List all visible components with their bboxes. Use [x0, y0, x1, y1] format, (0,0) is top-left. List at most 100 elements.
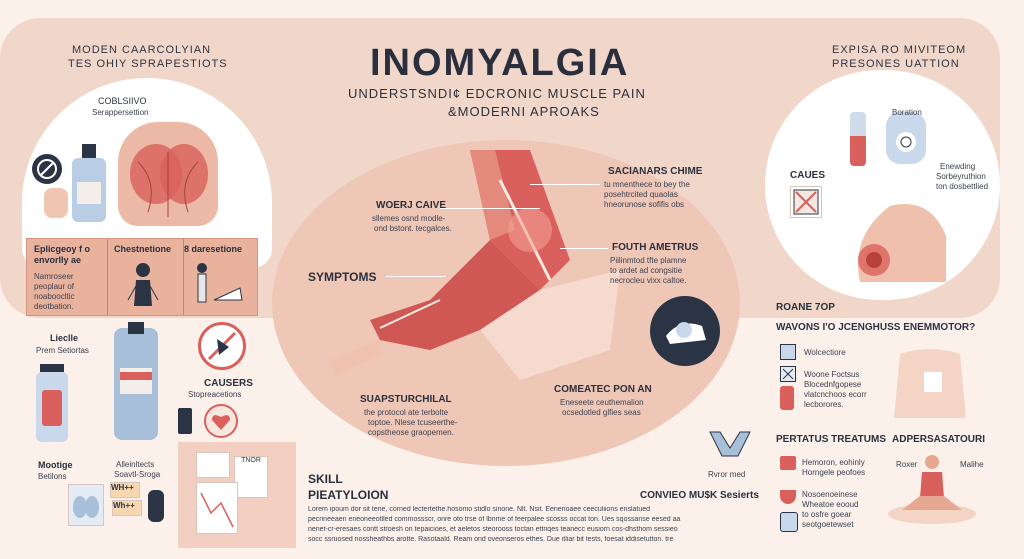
info-col1-body-2: peoplaur of: [34, 282, 75, 291]
bowl-icon: [780, 490, 796, 504]
no-smoking-icon: [32, 154, 62, 184]
body-line-3: nenet-cr-eresaes contt stroesh on tepaic…: [308, 526, 678, 533]
page-subtitle: UNDERSTSNDI¢ EDCRONIC MUSCLE PAIN: [348, 86, 646, 101]
hemoran-2: Horngele peofoes: [802, 468, 866, 477]
top-left-heading-2: TES OHIY SPRAPESTIOTS: [68, 58, 228, 70]
question-label: WAVONS I'O JCENGHUSS ENEMMOTOR?: [776, 322, 976, 333]
sacianars-title: SACIANARS CHIME: [608, 166, 703, 177]
alternate-1: Alleinltects: [116, 460, 155, 469]
meditation-illustration: [886, 452, 978, 524]
suap-body-1: the protocol ate terbolte: [364, 408, 449, 417]
woone-line-4: lecborores.: [804, 400, 844, 409]
bottle-icon-large: [114, 322, 158, 440]
causers-label: CAUSERS: [204, 378, 253, 389]
fouth-title: FOUTH AMETRUS: [612, 242, 699, 253]
suap-title: SUAPSTURCHILAL: [360, 394, 452, 405]
suap-body-3: copstheose graopemen.: [368, 428, 454, 437]
pump-icon: [886, 112, 926, 164]
betilons-label: Betilons: [38, 472, 67, 481]
fouth-body-1: Piilinmtod tfte plamne: [610, 256, 687, 265]
nose-1: Nosoenoeinese: [802, 490, 858, 499]
hemoran-1: Hemoron, eohinly: [802, 458, 865, 467]
graph-card: [196, 482, 238, 534]
nose-3: to osfre goear: [802, 510, 852, 519]
woone-line-3: vlatcnchoos ecorr: [804, 390, 867, 399]
hand-massage-icon: [650, 296, 720, 366]
tablet-icon: [780, 456, 796, 470]
adpers-label: ADPERSASATOURI: [892, 434, 985, 445]
top-left-heading-1: MODEN CAARCOLYIAN: [72, 44, 212, 56]
alternate-2: Soavtl-Sroga: [114, 470, 161, 479]
info-col1-title-2: envorlly ae: [34, 255, 82, 265]
roxer-label: Roxer: [896, 460, 918, 469]
no-icon: [198, 322, 246, 370]
pieatyloion-label: PIEATYLOION: [308, 488, 389, 502]
page-title: INOMYALGIA: [370, 42, 630, 84]
woer-body-1: sllemes osnd modle-: [372, 214, 446, 223]
convieo-label: CONVIEO MU$K Sesierts: [640, 490, 759, 501]
mathie-label: Malihe: [960, 460, 984, 469]
info-col1-body-1: Namroseer: [34, 272, 74, 281]
wolcectiore-label: Wolcectiore: [804, 348, 846, 357]
tondos-label: ton dosbettlied: [936, 182, 989, 191]
panel-subtitle: Serappersettion: [92, 108, 149, 117]
roane-label: ROANE 7OP: [776, 302, 835, 313]
sacianars-body-3: hneorunose sofifis obs: [604, 200, 685, 209]
vial-icon: [850, 112, 866, 166]
leader-line-4: [560, 248, 608, 249]
red-can-icon: [780, 386, 794, 410]
page-subtitle-2: &MODERNI APROAKS: [448, 104, 600, 119]
x-icon: [780, 366, 796, 382]
heart-icon: [204, 404, 238, 438]
enewding-label: Enewding: [940, 162, 976, 171]
nose-4: seotgoetewset: [802, 520, 854, 529]
info-box-col-2: [107, 239, 184, 315]
skin-icon: [118, 122, 218, 226]
info-col1-body-4: deotbation.: [34, 302, 74, 311]
causers-sub: Stopreacetions: [188, 390, 242, 399]
suap-body-2: toptoe. Nlese tcuseerthe-: [368, 418, 458, 427]
cup-icon: [178, 408, 192, 434]
chart-card: [196, 452, 230, 478]
torso-illustration: [884, 344, 976, 418]
sacianars-body-2: posehtrcited quaolas: [604, 190, 678, 199]
blocked-fork-icon: [790, 186, 822, 218]
top-right-heading-1: EXPISA RO MIVITEOM: [832, 44, 967, 56]
person-icon: [126, 260, 160, 306]
arm-muscle-illustration: [320, 150, 640, 400]
top-right-heading-2: PRESONES UATTION: [832, 58, 960, 70]
boration-label: Boration: [892, 108, 922, 117]
info-col2-title: Chestnetione: [114, 244, 172, 254]
info-box-col-1: [27, 239, 108, 315]
woone-line-1: Woone Foctsus: [804, 370, 860, 379]
prem-label: Prem Setiortas: [36, 346, 89, 355]
skill-label: SKILL: [308, 472, 343, 486]
document-card: TNOR: [234, 456, 268, 498]
cometec-title: COMEATEC PON AN: [554, 384, 652, 395]
cometec-body-1: Eneseete ceuthemalion: [560, 398, 644, 407]
sorbey-label: Sorbeyruthion: [936, 172, 986, 181]
spine-icon: [190, 260, 246, 308]
lieclle-label: Lieclle: [50, 333, 79, 343]
rvor-label: Rvror med: [708, 470, 746, 479]
yoga-icon: [708, 430, 752, 462]
capsule-icon: [148, 490, 164, 522]
wh-card-2: Wh++: [112, 500, 142, 516]
body-line-4: socc ssruosed nossheathbs arotte. Rasota…: [308, 536, 674, 543]
pertatus-label: PERTATUS TREATUMS: [776, 434, 886, 445]
fouth-body-2: to ardet ad congsitie: [610, 266, 683, 275]
body-line-1: Lorem ipoum dor sit tene, corned lectert…: [308, 506, 651, 513]
panel-title: COBLSIIVO: [98, 96, 147, 106]
nose-2: Wheatoe eooud: [802, 500, 859, 509]
info-col1-body-3: noaboocltic: [34, 292, 75, 301]
leader-line-1: [440, 208, 540, 209]
woer-title: WOERJ CAIVE: [376, 200, 447, 211]
fouth-body-3: necrocleu vixx caltoe.: [610, 276, 687, 285]
leader-line-2: [386, 276, 446, 277]
causes-label: CAUES: [790, 170, 826, 181]
info-col3-title: 8 daresetione: [184, 244, 243, 254]
mootige-label: Mootige: [38, 460, 73, 470]
body-line-2: pecrineeaen eneoneeotlled commossscr, on…: [308, 516, 681, 523]
woer-body-2: ond bstont. tecgalces.: [374, 224, 452, 233]
